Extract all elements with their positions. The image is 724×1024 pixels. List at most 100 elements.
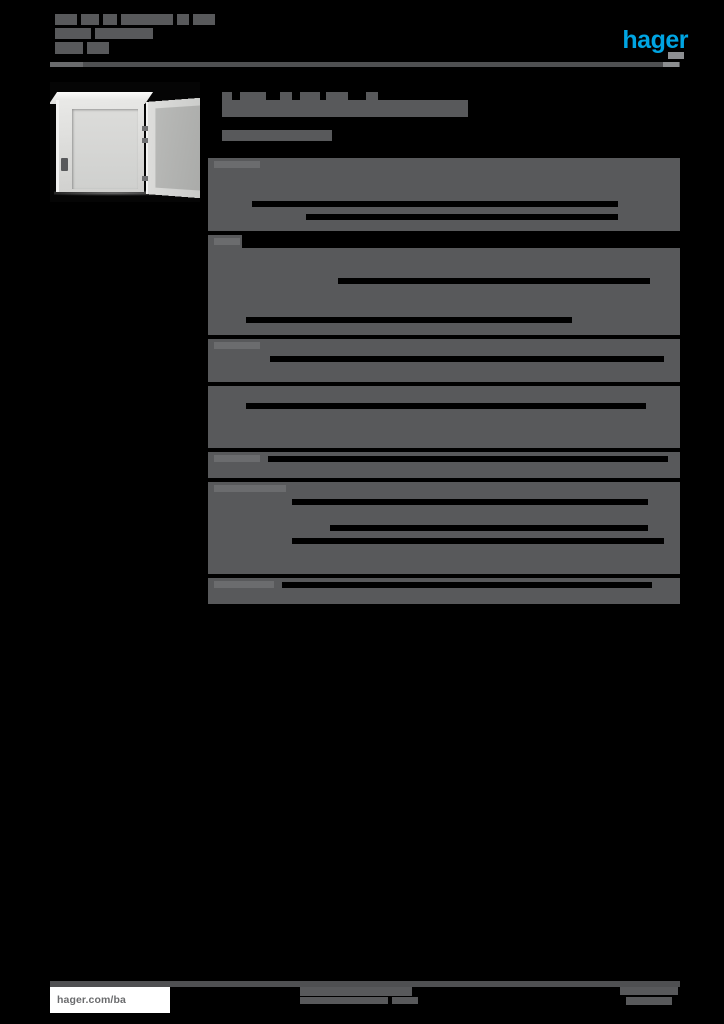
footer-divider	[50, 981, 680, 987]
footer-url-text: hager.com/ba	[57, 994, 126, 1006]
hager-logo: hager	[596, 25, 688, 59]
spec-label	[214, 238, 240, 245]
footer-page-number-text	[626, 997, 672, 1005]
spec-value-gap	[270, 356, 664, 362]
page-title-text	[366, 92, 378, 100]
enclosure-product-photo	[50, 82, 200, 202]
table-row	[208, 248, 680, 261]
header-divider-accent	[50, 62, 83, 67]
registered-mark-icon	[668, 52, 684, 59]
table-row	[208, 591, 680, 604]
table-row	[208, 313, 680, 326]
header-divider	[50, 62, 680, 67]
enclosure-door-face	[155, 105, 200, 191]
spec-value-gap	[306, 214, 618, 220]
document-title-text	[81, 14, 99, 25]
table-row	[208, 339, 680, 352]
spec-group	[208, 578, 680, 604]
photo-shadow	[54, 190, 200, 196]
table-row	[208, 534, 680, 547]
table-row	[208, 235, 680, 248]
spec-value-gap	[292, 538, 664, 544]
table-row	[208, 465, 680, 478]
enclosure-body	[56, 100, 144, 192]
spec-group	[208, 158, 680, 231]
table-row	[208, 425, 680, 438]
spec-value-gap	[338, 278, 650, 284]
hager-logo-text: hager	[622, 25, 688, 54]
table-row	[208, 482, 680, 495]
table-row	[208, 326, 680, 339]
spec-label	[214, 485, 286, 492]
table-row	[208, 412, 680, 425]
door-hinge-pin-icon	[142, 138, 148, 143]
table-row	[208, 197, 680, 210]
page-title-text	[222, 92, 232, 100]
footer-center-text-run	[392, 997, 418, 1004]
table-row	[208, 274, 680, 287]
table-row	[208, 386, 680, 399]
document-title-text	[55, 28, 91, 39]
spec-group	[208, 386, 680, 448]
spec-value-gap	[252, 201, 618, 207]
page-title-text	[326, 92, 348, 100]
table-row	[208, 452, 680, 465]
page-title-text	[300, 92, 320, 100]
spec-group	[208, 452, 680, 478]
table-row	[208, 184, 680, 197]
spec-group	[208, 482, 680, 574]
table-row	[208, 300, 680, 313]
spec-value-gap	[330, 525, 648, 531]
spec-label	[214, 455, 260, 462]
door-hinge-pin-icon	[142, 126, 148, 131]
page-title-text	[280, 92, 292, 100]
spec-value-gap	[242, 235, 680, 248]
table-row	[208, 352, 680, 365]
document-title-text	[103, 14, 117, 25]
footer-center-text-run	[300, 997, 388, 1004]
document-title-text	[121, 14, 173, 25]
footer-center-text-run	[300, 987, 412, 996]
table-row	[208, 210, 680, 223]
table-row	[208, 399, 680, 412]
document-title-text	[193, 14, 215, 25]
spec-value-gap	[246, 403, 646, 409]
table-row	[208, 521, 680, 534]
spec-value-gap	[292, 499, 648, 505]
spec-label	[214, 342, 260, 349]
specification-table	[208, 158, 680, 608]
spec-label	[214, 581, 274, 588]
document-title-text	[55, 14, 77, 25]
table-row	[208, 560, 680, 573]
page-title-text	[222, 100, 468, 117]
table-row	[208, 261, 680, 274]
document-title-text	[87, 42, 109, 54]
spec-value-gap	[282, 582, 652, 588]
spec-value-gap	[246, 317, 572, 323]
page-subtitle-text	[222, 130, 332, 141]
spec-value-gap	[268, 456, 668, 462]
table-row	[208, 171, 680, 184]
enclosure-door	[146, 96, 200, 200]
table-row	[208, 438, 680, 451]
table-row	[208, 547, 680, 560]
document-title-text	[55, 42, 83, 54]
footer-page-number-text	[620, 987, 678, 995]
document-title-text	[95, 28, 153, 39]
page-title-text	[240, 92, 266, 100]
enclosure-back-panel	[72, 109, 138, 189]
enclosure-latch-icon	[61, 158, 68, 171]
table-row	[208, 287, 680, 300]
table-row	[208, 578, 680, 591]
table-row	[208, 508, 680, 521]
door-hinge-pin-icon	[142, 176, 148, 181]
table-row	[208, 158, 680, 171]
table-row	[208, 365, 680, 378]
table-row	[208, 495, 680, 508]
document-title-text	[177, 14, 189, 25]
spec-group	[208, 339, 680, 382]
footer-url[interactable]: hager.com/ba	[50, 987, 170, 1013]
spec-label	[214, 161, 260, 168]
header-divider-marker	[663, 62, 679, 67]
